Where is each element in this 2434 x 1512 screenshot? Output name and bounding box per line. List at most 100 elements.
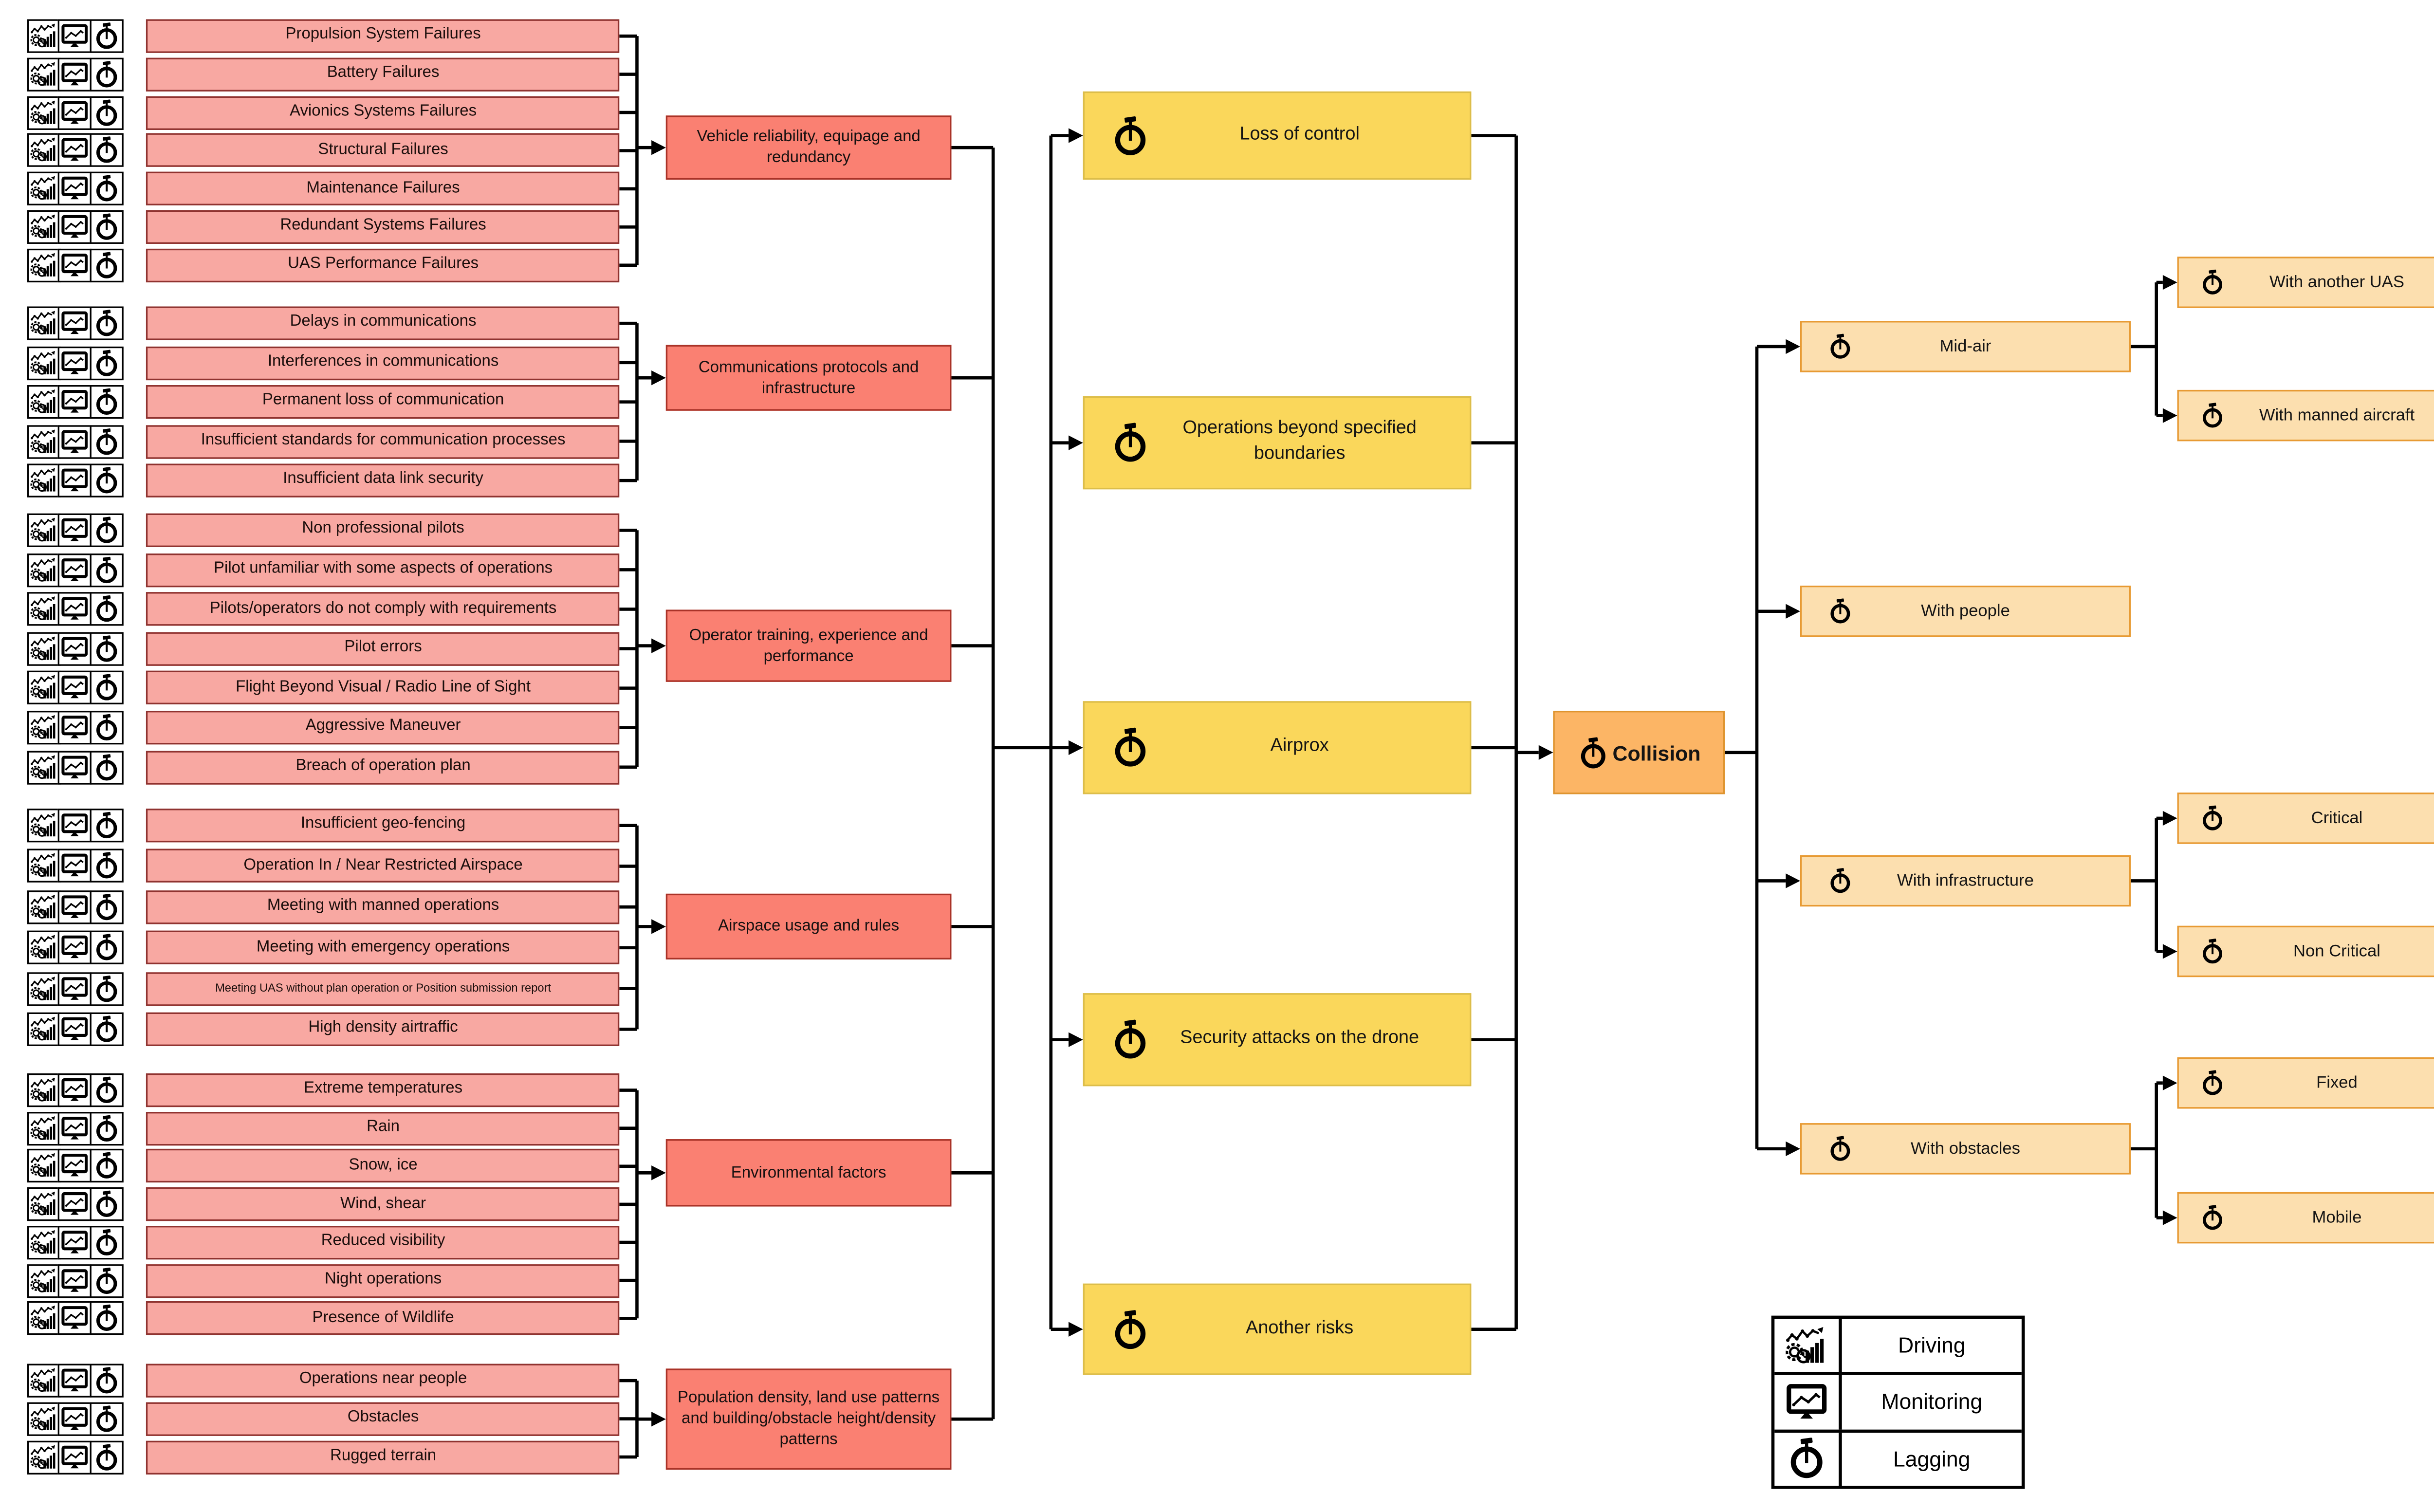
category-box: Operator training, experience and perfor… bbox=[665, 609, 952, 682]
lagging-icon bbox=[93, 893, 120, 921]
lagging-icon bbox=[93, 427, 120, 455]
cause-row: Pilots/operators do not comply with requ… bbox=[27, 592, 620, 627]
driving-icon bbox=[30, 1191, 56, 1217]
icon-cell bbox=[58, 1149, 92, 1183]
icon-cell bbox=[27, 671, 61, 705]
icon-cell bbox=[89, 385, 124, 419]
lagging-icon bbox=[93, 812, 120, 839]
monitoring-icon bbox=[62, 812, 89, 839]
icon-cell bbox=[27, 1111, 61, 1145]
cause-label: Aggressive Maneuver bbox=[146, 711, 620, 745]
cause-label: Operations near people bbox=[146, 1364, 620, 1398]
risk-box: Operations beyond specified boundaries bbox=[1083, 396, 1472, 490]
cause-row: Extreme temperatures bbox=[27, 1073, 620, 1107]
monitoring-icon bbox=[62, 22, 89, 50]
cause-label: Avionics Systems Failures bbox=[146, 95, 620, 129]
lagging-icon bbox=[93, 213, 120, 240]
stopwatch-icon bbox=[1110, 1305, 1150, 1354]
risk-label: Loss of control bbox=[1239, 125, 1360, 144]
risk-box: Another risks bbox=[1083, 1283, 1472, 1375]
monitoring-icon bbox=[62, 852, 89, 880]
lagging-icon bbox=[93, 1077, 120, 1104]
category-box: Communications protocols and infrastruct… bbox=[665, 345, 952, 411]
monitoring-icon bbox=[62, 714, 89, 741]
lagging-icon bbox=[93, 310, 120, 337]
icon-cell bbox=[27, 1301, 61, 1335]
outcome-sub-label: With another UAS bbox=[2269, 273, 2404, 292]
icon-cell bbox=[89, 809, 124, 843]
lagging-icon bbox=[93, 99, 120, 126]
icon-cell bbox=[58, 671, 92, 705]
cause-label: Breach of operation plan bbox=[146, 750, 620, 784]
outcome-box: With infrastructure bbox=[1800, 855, 2131, 907]
risk-box: Loss of control bbox=[1083, 91, 1472, 180]
cause-label: Extreme temperatures bbox=[146, 1073, 620, 1107]
lagging-icon bbox=[93, 1305, 120, 1332]
icon-cell bbox=[89, 57, 124, 92]
icon-cell bbox=[58, 631, 92, 666]
driving-icon bbox=[30, 1153, 56, 1179]
icon-cell bbox=[89, 95, 124, 129]
monitoring-icon bbox=[62, 310, 89, 337]
icon-cell bbox=[27, 133, 61, 168]
category-label: Airspace usage and rules bbox=[718, 918, 900, 936]
monitoring-icon bbox=[62, 467, 89, 494]
category-label: Environmental factors bbox=[731, 1164, 886, 1182]
cause-label: Delays in communications bbox=[146, 306, 620, 340]
cause-row: Insufficient data link security bbox=[27, 463, 620, 498]
monitoring-icon bbox=[62, 1015, 89, 1043]
driving-icon bbox=[30, 975, 56, 1000]
icon-cell bbox=[89, 463, 124, 498]
icon-cell bbox=[58, 971, 92, 1006]
monitoring-icon bbox=[62, 934, 89, 961]
category-label: Operator training, experience and perfor… bbox=[689, 627, 928, 665]
collision-label: Collision bbox=[1612, 740, 1701, 765]
cause-label: Redundant Systems Failures bbox=[146, 210, 620, 244]
lagging-icon bbox=[93, 516, 120, 544]
icon-cell bbox=[58, 248, 92, 282]
lagging-icon bbox=[93, 1015, 120, 1043]
cause-label: Reduced visibility bbox=[146, 1225, 620, 1259]
cause-label: Meeting with manned operations bbox=[146, 890, 620, 924]
icon-cell bbox=[89, 1012, 124, 1046]
lagging-icon bbox=[93, 252, 120, 279]
icon-cell bbox=[27, 1364, 61, 1398]
icon-cell bbox=[89, 306, 124, 340]
cause-row: Maintenance Failures bbox=[27, 172, 620, 206]
stopwatch-icon bbox=[2200, 1202, 2226, 1234]
icon-cell bbox=[27, 95, 61, 129]
icon-cell bbox=[89, 424, 124, 458]
icon-cell bbox=[27, 809, 61, 843]
driving-icon bbox=[30, 349, 56, 375]
outcome-label: Mid-air bbox=[1939, 337, 1991, 356]
outcome-box: Mid-air bbox=[1800, 321, 2131, 372]
icon-cell bbox=[27, 750, 61, 784]
icon-cell bbox=[58, 306, 92, 340]
cause-label: Battery Failures bbox=[146, 57, 620, 92]
cause-row: Night operations bbox=[27, 1263, 620, 1297]
collision-box: Collision bbox=[1553, 711, 1725, 794]
lagging-icon bbox=[93, 1443, 120, 1471]
cause-row: Insufficient standards for communication… bbox=[27, 424, 620, 458]
icon-cell bbox=[58, 95, 92, 129]
cause-label: Rugged terrain bbox=[146, 1440, 620, 1474]
legend-label: Driving bbox=[1898, 1333, 1966, 1358]
cause-row: Meeting UAS without plan operation or Po… bbox=[27, 971, 620, 1006]
driving-icon bbox=[30, 1405, 56, 1431]
icon-cell bbox=[27, 172, 61, 206]
lagging-icon bbox=[93, 1267, 120, 1294]
icon-cell bbox=[58, 1073, 92, 1107]
stopwatch-icon bbox=[1577, 733, 1609, 773]
cause-label: UAS Performance Failures bbox=[146, 248, 620, 282]
lagging-icon bbox=[93, 1153, 120, 1180]
cause-row: UAS Performance Failures bbox=[27, 248, 620, 282]
legend-row: Lagging bbox=[1774, 1432, 2022, 1486]
icon-cell bbox=[89, 1111, 124, 1145]
cause-row: Propulsion System Failures bbox=[27, 19, 620, 53]
driving-icon bbox=[30, 595, 56, 621]
outcome-sub-box: Mobile bbox=[2177, 1192, 2434, 1244]
icon-cell bbox=[89, 210, 124, 244]
cause-label: Presence of Wildlife bbox=[146, 1301, 620, 1335]
lagging-icon bbox=[93, 714, 120, 741]
category-label: Population density, land use patterns an… bbox=[678, 1389, 940, 1449]
